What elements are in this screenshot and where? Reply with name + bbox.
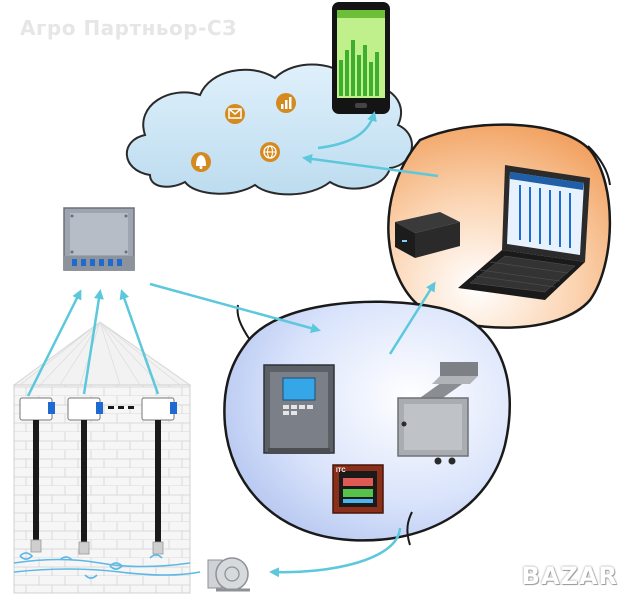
- sensor-unit-middle: [67, 397, 103, 555]
- air-flow: [13, 552, 201, 579]
- fan-blower-icon: [207, 557, 250, 592]
- wireless-hub: [63, 207, 135, 271]
- watermark-text: Агро Партньор-СЗ: [20, 16, 237, 40]
- smartphone-icon: [332, 2, 390, 114]
- sensor-unit-left: [19, 397, 55, 553]
- bell-icon: [191, 152, 211, 172]
- temperature-controller: ITC: [332, 464, 384, 514]
- mini-pc-icon: [395, 212, 460, 258]
- sensor-unit-right: [141, 397, 177, 555]
- controller-badge: ITC: [336, 468, 346, 474]
- globe-icon: [260, 142, 280, 162]
- control-cabinet: [263, 364, 335, 454]
- bar-chart-icon: [276, 93, 296, 113]
- laptop-icon: [458, 165, 590, 300]
- bazar-logo: BAZAR: [521, 562, 618, 590]
- sensor-box: [397, 362, 478, 465]
- mail-icon: [225, 104, 245, 124]
- cable-sensors: [19, 397, 177, 555]
- flow-arrows: [26, 111, 439, 578]
